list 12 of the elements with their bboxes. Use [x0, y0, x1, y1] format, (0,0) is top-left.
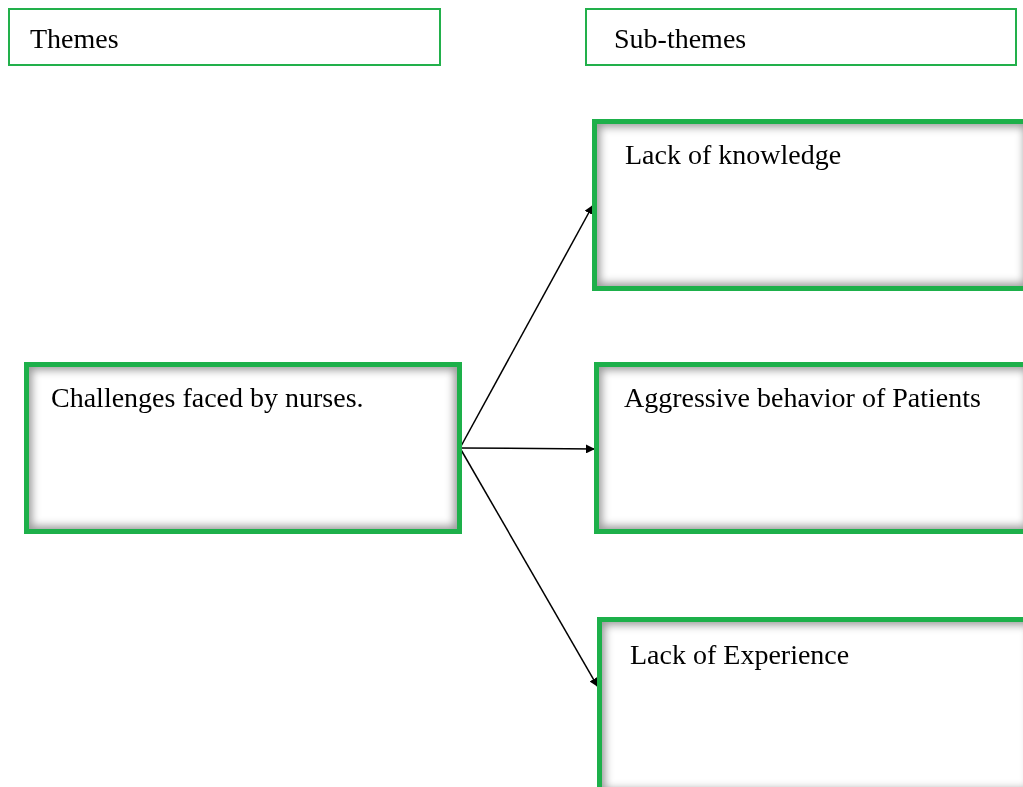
box-text: Challenges faced by nurses.: [51, 381, 364, 415]
header-box: [585, 8, 1017, 66]
box-text: Lack of Experience: [630, 638, 850, 672]
theme-box: [24, 362, 462, 534]
column-heading: Sub-themes: [614, 22, 747, 56]
subtheme-box: [597, 617, 1023, 787]
box-text: Lack of knowledge: [625, 138, 842, 172]
subtheme-box: [594, 362, 1023, 534]
box-text: Aggressive behavior of Patients: [623, 381, 981, 415]
subtheme-box: [592, 119, 1023, 291]
column-heading: Themes: [30, 22, 119, 56]
header-box: [8, 8, 441, 66]
